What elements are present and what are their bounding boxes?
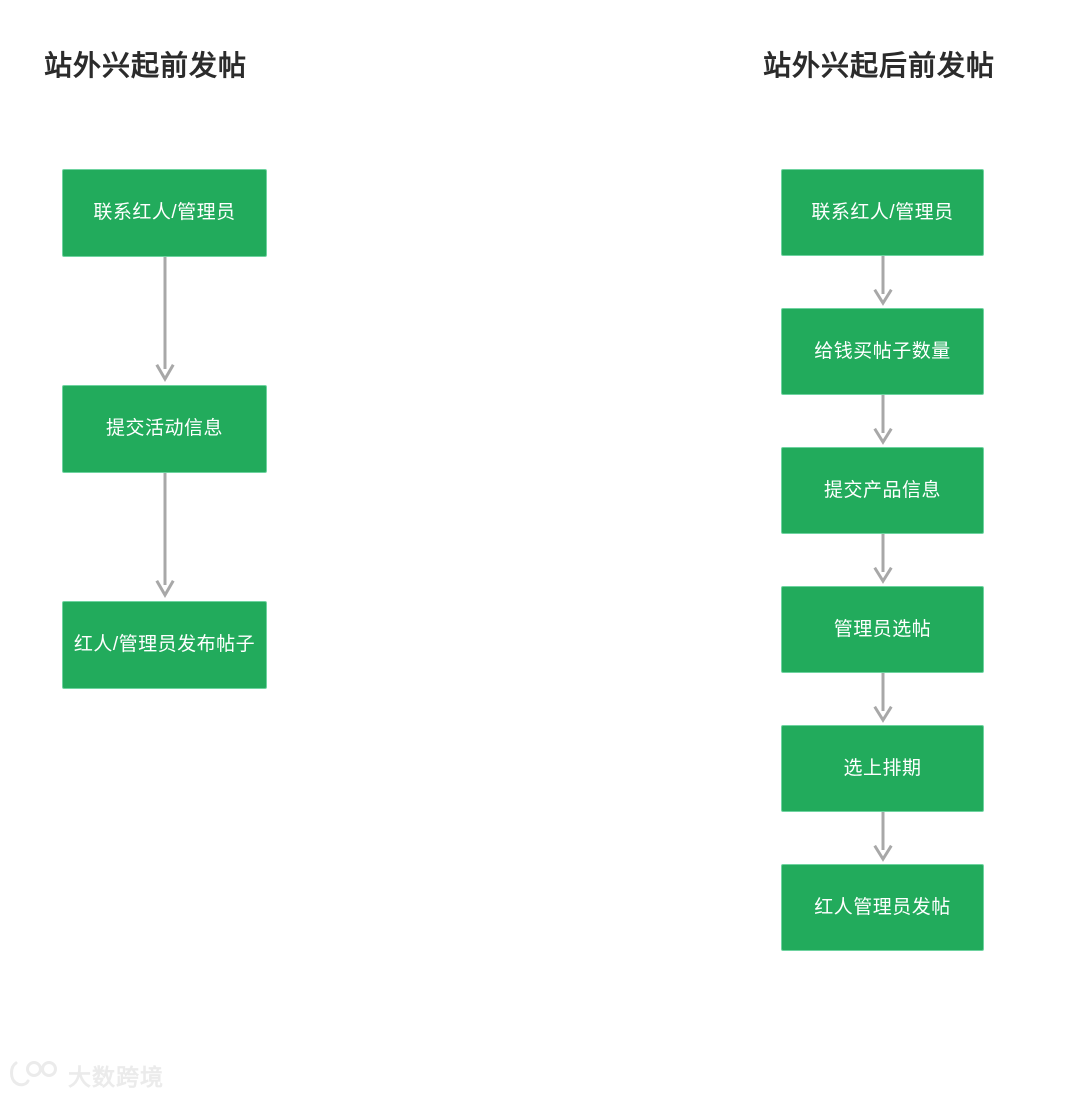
- flow-connector-arrow: [62, 473, 267, 601]
- flow-connector-arrow: [781, 812, 984, 864]
- column-title-before: 站外兴起前发帖: [44, 50, 248, 81]
- flow-node[interactable]: 选上排期: [781, 725, 984, 812]
- flow-node[interactable]: 红人管理员发帖: [781, 864, 984, 951]
- watermark-text: 大数跨境: [68, 1064, 164, 1090]
- flow-connector-arrow: [781, 395, 984, 447]
- flow-node[interactable]: 联系红人/管理员: [781, 169, 984, 256]
- flow-node[interactable]: 管理员选帖: [781, 586, 984, 673]
- flow-connector-arrow: [781, 534, 984, 586]
- flow-connector-arrow: [781, 673, 984, 725]
- flow-node[interactable]: 提交活动信息: [62, 385, 267, 473]
- flow-column-before: 联系红人/管理员 提交活动信息 红人/管理员发布帖子: [62, 169, 267, 689]
- watermark: 大数跨境: [8, 1058, 164, 1092]
- flow-node[interactable]: 红人/管理员发布帖子: [62, 601, 267, 689]
- flow-node[interactable]: 给钱买帖子数量: [781, 308, 984, 395]
- flow-connector-arrow: [781, 256, 984, 308]
- flow-column-after: 联系红人/管理员 给钱买帖子数量 提交产品信息 管理员选帖: [781, 169, 984, 951]
- flow-node[interactable]: 联系红人/管理员: [62, 169, 267, 257]
- flow-connector-arrow: [62, 257, 267, 385]
- flow-node[interactable]: 提交产品信息: [781, 447, 984, 534]
- column-title-after: 站外兴起后前发帖: [763, 50, 996, 81]
- dashu-kuajing-logo-icon: [8, 1059, 62, 1092]
